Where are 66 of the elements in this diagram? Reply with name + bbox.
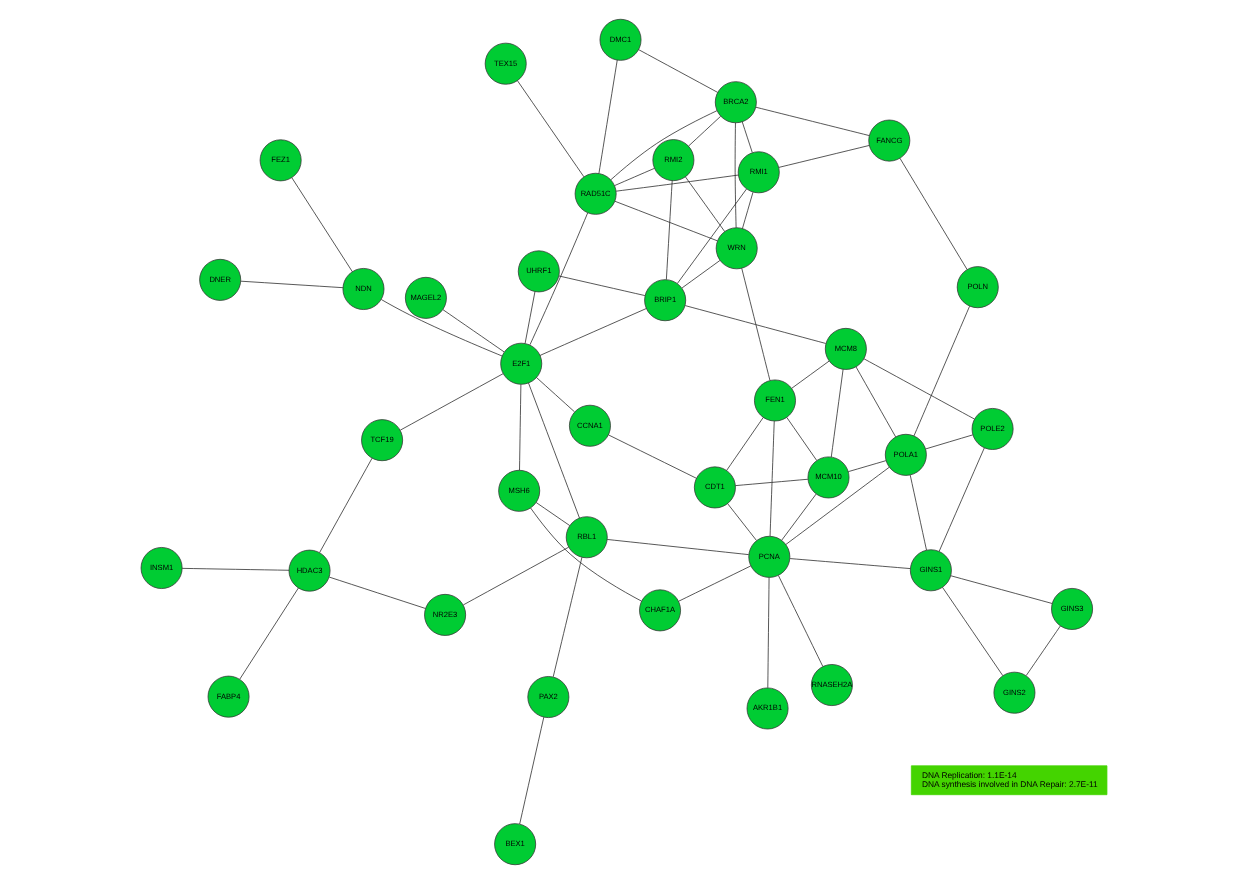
connector	[740, 267, 770, 381]
connector	[754, 106, 869, 136]
connector	[557, 275, 645, 296]
connector	[680, 260, 720, 289]
connector	[949, 575, 1052, 604]
connector	[924, 434, 973, 450]
connector	[609, 110, 717, 181]
connector	[327, 576, 425, 609]
connector	[613, 200, 717, 242]
connector	[684, 176, 725, 232]
connector	[937, 447, 984, 552]
connector	[829, 369, 843, 458]
connector	[777, 145, 869, 168]
connector	[784, 466, 889, 545]
connector	[461, 546, 568, 606]
connector	[528, 212, 588, 346]
connector	[733, 122, 736, 229]
connector	[551, 556, 582, 678]
connector	[516, 80, 584, 178]
connector	[790, 360, 829, 389]
connector	[687, 115, 720, 147]
connector	[538, 308, 646, 356]
connector	[238, 587, 298, 680]
connector	[527, 382, 579, 519]
connector	[777, 575, 823, 667]
connector	[605, 539, 749, 555]
connector	[523, 291, 535, 344]
connector	[614, 174, 738, 192]
connector	[398, 373, 503, 431]
connector	[740, 121, 752, 153]
connector	[788, 558, 910, 569]
connector	[379, 299, 502, 357]
connector	[613, 168, 654, 186]
connector	[535, 377, 574, 413]
connector	[741, 191, 753, 229]
connector	[534, 502, 570, 526]
connector	[290, 177, 352, 272]
connector	[239, 280, 343, 289]
connector	[683, 305, 826, 344]
connector	[676, 188, 746, 284]
connector	[847, 460, 886, 472]
connector	[518, 716, 544, 825]
connector	[766, 577, 769, 689]
connector	[677, 565, 751, 602]
connector	[912, 305, 969, 437]
connector	[898, 157, 967, 270]
connector	[734, 478, 808, 486]
connector	[607, 434, 696, 479]
connector	[785, 417, 816, 461]
connector	[768, 420, 774, 537]
connector	[862, 358, 974, 420]
connector	[518, 384, 521, 471]
connector	[725, 417, 763, 471]
connector	[637, 49, 717, 93]
connector	[908, 474, 926, 551]
connector	[780, 493, 816, 541]
connector	[941, 586, 1003, 676]
connector	[318, 457, 372, 553]
connector	[529, 507, 641, 602]
connector	[854, 366, 896, 438]
connector	[441, 309, 504, 353]
connector	[1024, 625, 1060, 676]
connector	[726, 503, 756, 541]
connector	[180, 568, 289, 571]
connector	[665, 180, 672, 280]
connector	[597, 59, 617, 174]
